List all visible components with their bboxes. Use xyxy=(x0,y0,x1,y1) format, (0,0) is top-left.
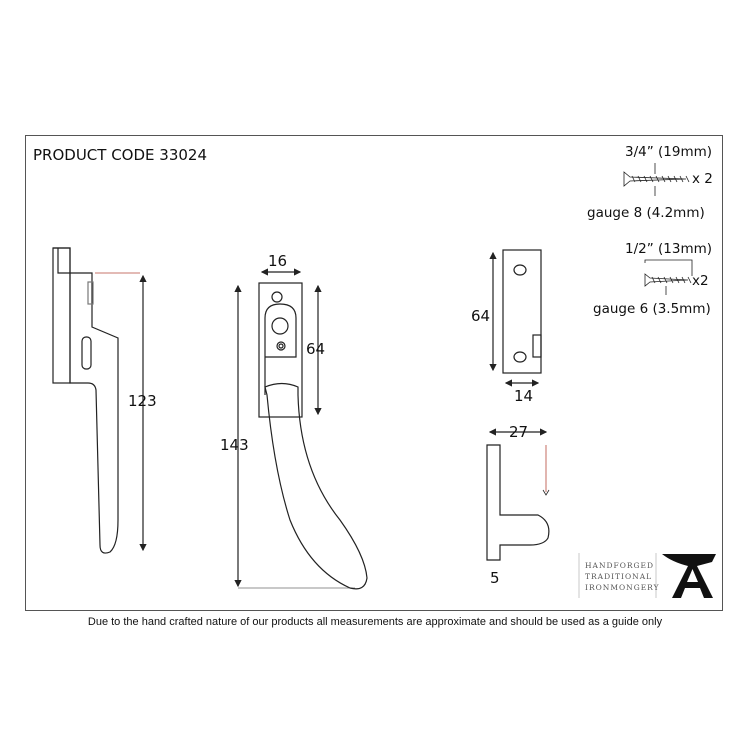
dim-side-height: 123 xyxy=(128,392,157,410)
side-view-handle xyxy=(52,247,147,554)
front-view-handle xyxy=(234,268,368,590)
dim-front-total-height: 143 xyxy=(220,436,249,454)
keep-front-view xyxy=(489,249,542,387)
dim-front-width: 16 xyxy=(268,252,287,270)
screw-large-icon xyxy=(623,163,690,196)
logo-line-3: IRONMONGERY xyxy=(585,583,660,592)
screw-large-gauge: gauge 8 (4.2mm) xyxy=(587,205,705,221)
dim-keep-width: 14 xyxy=(514,387,533,405)
screw-large-qty: x 2 xyxy=(692,171,713,187)
screw-small-length: 1/2” (13mm) xyxy=(625,241,712,257)
screw-small-qty: x2 xyxy=(692,273,709,289)
company-logo: HANDFORGED TRADITIONAL IRONMONGERY xyxy=(578,553,716,598)
dim-front-plate-height: 64 xyxy=(306,340,325,358)
logo-line-2: TRADITIONAL xyxy=(585,572,652,581)
footer-disclaimer: Due to the hand crafted nature of our pr… xyxy=(87,616,663,628)
dim-keep-height: 64 xyxy=(471,307,490,325)
screw-small-icon xyxy=(644,259,693,295)
logo-line-1: HANDFORGED xyxy=(585,561,654,570)
anvil-icon xyxy=(662,554,716,598)
dim-keep-projection: 27 xyxy=(509,423,528,441)
drawing-frame xyxy=(25,135,723,611)
product-code: PRODUCT CODE 33024 xyxy=(33,146,208,164)
dim-keep-thickness: 5 xyxy=(490,569,500,587)
screw-small-gauge: gauge 6 (3.5mm) xyxy=(593,301,711,317)
keep-side-view xyxy=(486,428,550,561)
screw-large-length: 3/4” (19mm) xyxy=(625,144,712,160)
